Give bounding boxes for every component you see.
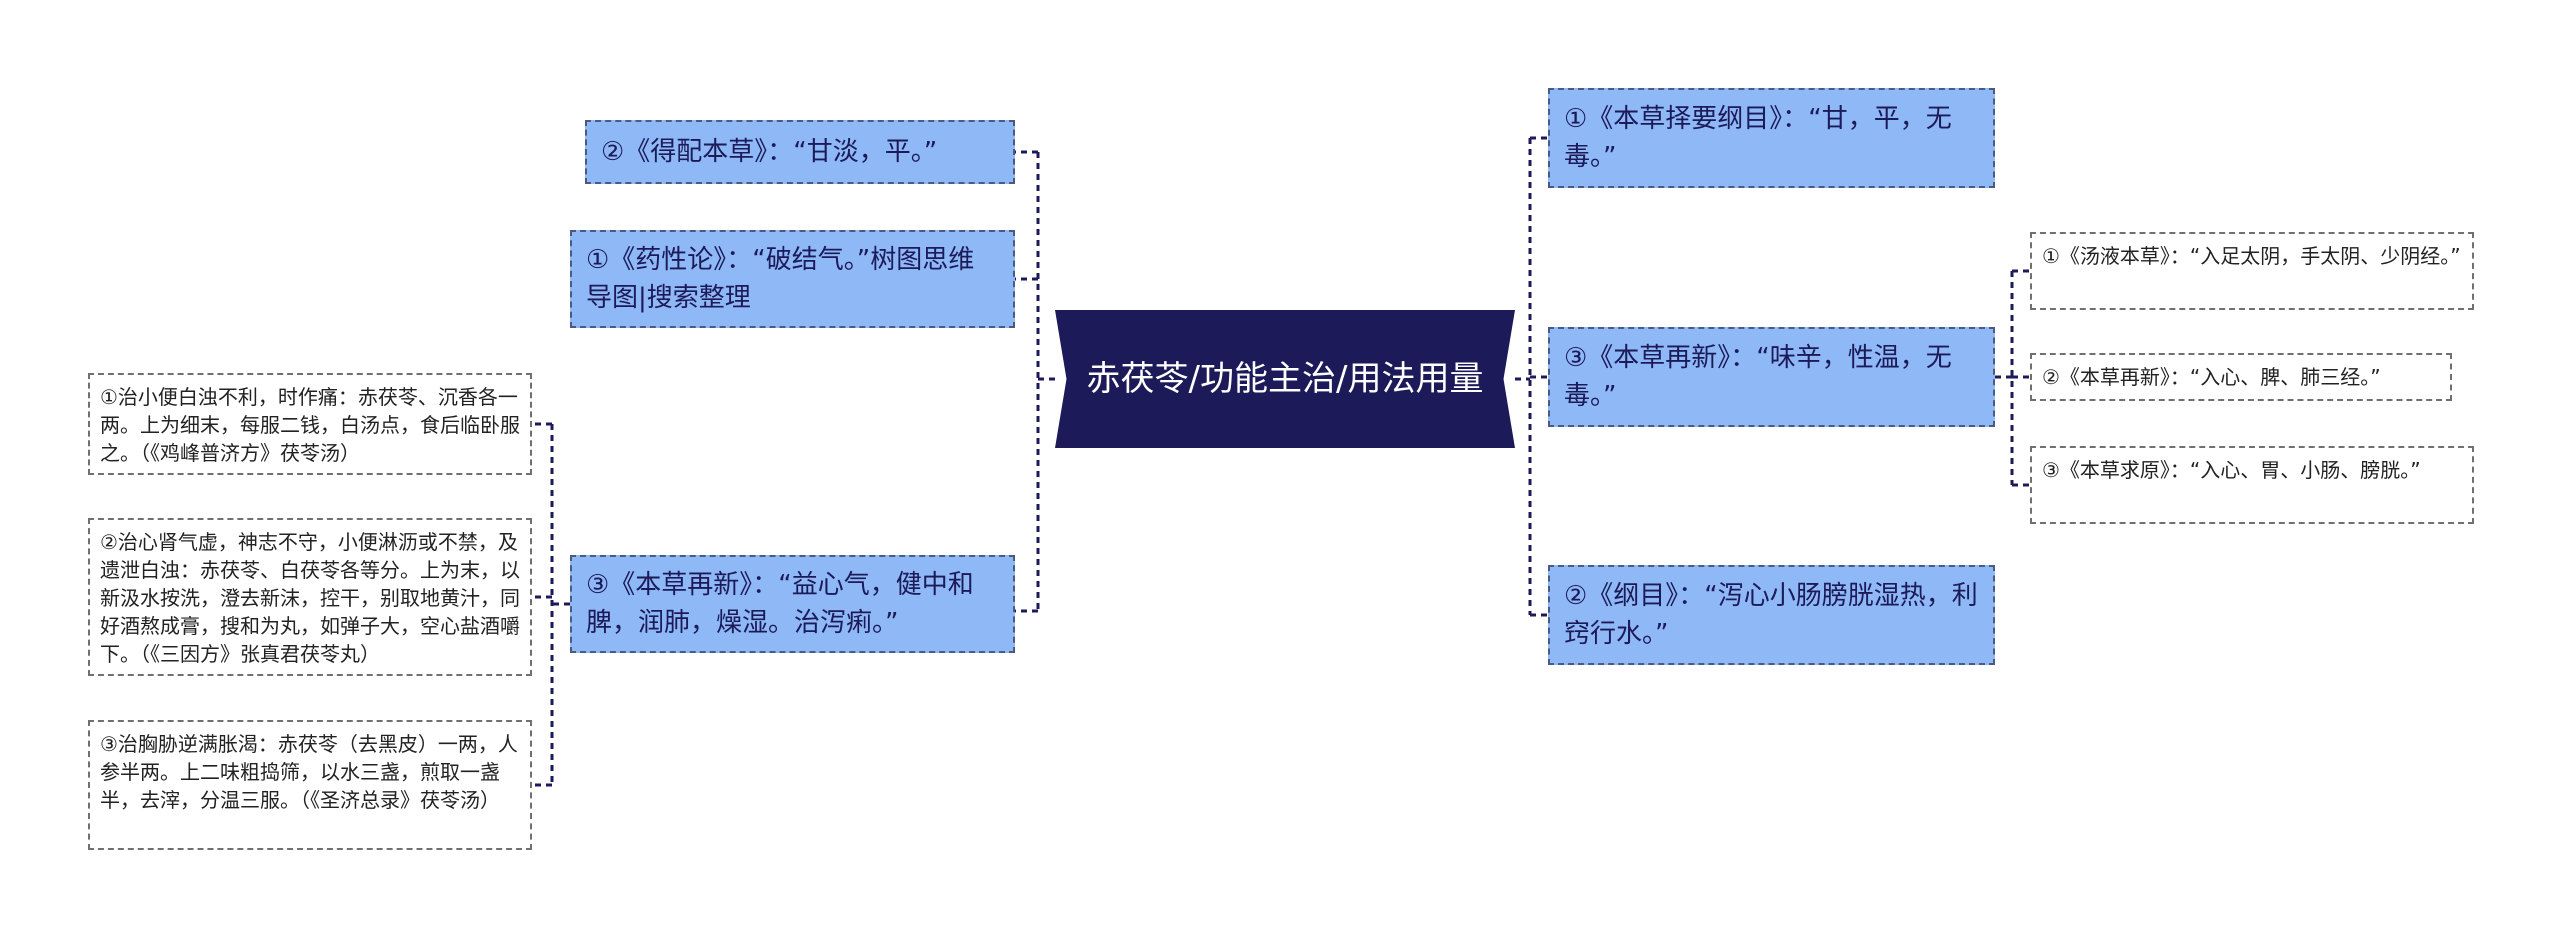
right-branch-gangmu[interactable]: ②《纲目》：“泻心小肠膀胱湿热，利窍行水。” xyxy=(1548,565,1995,665)
leaf-label: ③治胸胁逆满胀渴：赤茯苓（去黑皮）一两，人参半两。上二味粗捣筛，以水三盏，煎取一… xyxy=(100,732,518,812)
right-branch-bencao-zaixin[interactable]: ③《本草再新》：“味辛，性温，无毒。” xyxy=(1548,327,1995,427)
right-branch-bencao-zeyao-gangmu[interactable]: ①《本草择要纲目》：“甘，平，无毒。” xyxy=(1548,88,1995,188)
branch-label: ②《纲目》：“泻心小肠膀胱湿热，利窍行水。” xyxy=(1564,581,1978,649)
branch-label: ①《药性论》：“破结气。”树图思维导图|搜索整理 xyxy=(586,245,975,313)
right-leaf-bencao-zaixin[interactable]: ②《本草再新》：“入心、脾、肺三经。” xyxy=(2030,353,2452,401)
left-leaf-prescription-1[interactable]: ①治小便白浊不利，时作痛：赤茯苓、沉香各一两。上为细末，每服二钱，白汤点，食后临… xyxy=(88,373,532,475)
center-topic[interactable]: 赤茯苓/功能主治/用法用量 xyxy=(1055,310,1515,448)
center-topic-label: 赤茯苓/功能主治/用法用量 xyxy=(1086,359,1484,399)
left-branch-debei-bencao[interactable]: ②《得配本草》：“甘淡，平。” xyxy=(585,120,1015,184)
leaf-label: ②治心肾气虚，神志不守，小便淋沥或不禁，及遗泄白浊：赤茯苓、白茯苓各等分。上为末… xyxy=(100,530,520,666)
branch-label: ①《本草择要纲目》：“甘，平，无毒。” xyxy=(1564,104,1952,172)
leaf-label: ③《本草求原》：“入心、胃、小肠、膀胱。” xyxy=(2042,458,2421,482)
left-leaf-prescription-2[interactable]: ②治心肾气虚，神志不守，小便淋沥或不禁，及遗泄白浊：赤茯苓、白茯苓各等分。上为末… xyxy=(88,518,532,676)
left-leaf-prescription-3[interactable]: ③治胸胁逆满胀渴：赤茯苓（去黑皮）一两，人参半两。上二味粗捣筛，以水三盏，煎取一… xyxy=(88,720,532,850)
leaf-label: ②《本草再新》：“入心、脾、肺三经。” xyxy=(2042,365,2381,389)
left-branch-yaoxing-lun[interactable]: ①《药性论》：“破结气。”树图思维导图|搜索整理 xyxy=(570,230,1015,328)
left-branch-bencao-zaixin[interactable]: ③《本草再新》：“益心气，健中和脾，润肺，燥湿。治泻痢。” xyxy=(570,555,1015,653)
branch-label: ②《得配本草》：“甘淡，平。” xyxy=(601,137,938,167)
branch-label: ③《本草再新》：“味辛，性温，无毒。” xyxy=(1564,343,1952,411)
right-leaf-bencao-qiuyuan[interactable]: ③《本草求原》：“入心、胃、小肠、膀胱。” xyxy=(2030,446,2474,524)
leaf-label: ①《汤液本草》：“入足太阴，手太阴、少阴经。” xyxy=(2042,244,2461,268)
right-leaf-tangye-bencao[interactable]: ①《汤液本草》：“入足太阴，手太阴、少阴经。” xyxy=(2030,232,2474,310)
leaf-label: ①治小便白浊不利，时作痛：赤茯苓、沉香各一两。上为细末，每服二钱，白汤点，食后临… xyxy=(100,385,520,465)
branch-label: ③《本草再新》：“益心气，健中和脾，润肺，燥湿。治泻痢。” xyxy=(586,570,974,638)
